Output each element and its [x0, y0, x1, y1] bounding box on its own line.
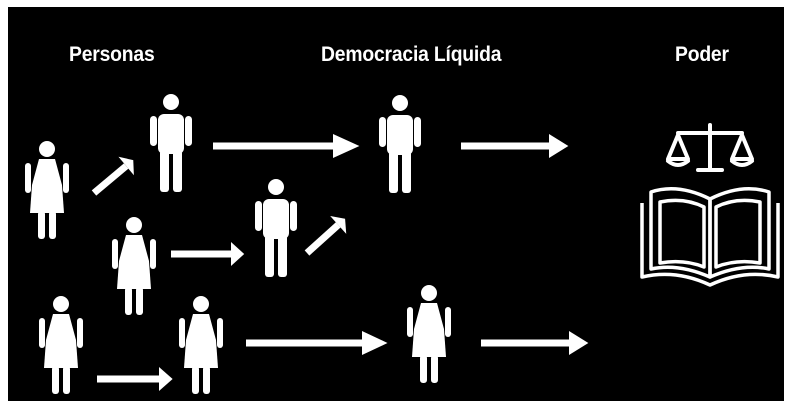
person-woman-icon [25, 141, 69, 239]
arrow-right-icon [213, 134, 360, 158]
person-woman-icon [179, 296, 223, 394]
person-man-icon [255, 179, 297, 277]
arrow-right-icon [171, 242, 245, 266]
open-book-icon [640, 187, 780, 287]
heading-personas: Personas [69, 43, 155, 66]
heading-democracia-liquida: Democracia Líquida [321, 43, 502, 66]
delegate-woman-icon [407, 285, 451, 383]
arrow-diagonal-icon [86, 150, 141, 203]
arrow-right-icon [481, 331, 589, 355]
person-woman-icon [112, 217, 156, 315]
arrow-right-icon [246, 331, 388, 355]
heading-poder: Poder [675, 43, 729, 66]
arrow-right-icon [97, 367, 173, 391]
person-man-icon [150, 94, 192, 192]
delegate-man-icon [379, 95, 421, 193]
person-woman-icon [39, 296, 83, 394]
arrow-right-icon [461, 134, 569, 158]
scales-of-justice-icon [666, 123, 754, 172]
arrow-diagonal-icon [298, 209, 354, 262]
liquid-democracy-diagram: Personas Democracia Líquida Poder [8, 7, 784, 401]
diagram-canvas [25, 94, 780, 394]
